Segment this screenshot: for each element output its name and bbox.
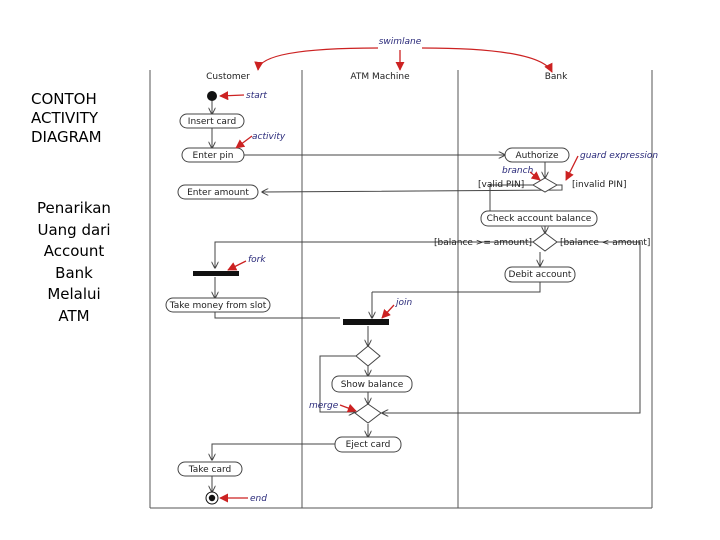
- annotation-start: start: [246, 91, 267, 101]
- swimlane-bank-label: Bank: [545, 72, 568, 82]
- join-bar: [343, 319, 389, 325]
- annotation-join: join: [394, 298, 413, 308]
- annotation-swimlane: swimlane: [379, 37, 422, 47]
- guard-balance-lt: [balance < amount]: [560, 238, 650, 248]
- annotation-join-arrow: [381, 304, 395, 319]
- branch-diamond-pin: [532, 177, 558, 193]
- slide-title: CONTOH ACTIVITY DIAGRAM: [31, 90, 102, 146]
- node-take-money: Take money from slot: [165, 297, 271, 313]
- node-take-money-label: Take money from slot: [169, 301, 267, 311]
- annotation-branch: branch: [502, 166, 534, 176]
- start-node: [207, 91, 217, 101]
- annotation-guard-expression-arrow: [565, 155, 579, 181]
- swimlane-atm-label: ATM Machine: [350, 72, 410, 82]
- annotation-activity: activity: [252, 132, 286, 142]
- node-insert-card-label: Insert card: [188, 117, 236, 127]
- annotation-guard-expression: guard expression: [580, 151, 658, 161]
- node-authorize-label: Authorize: [515, 151, 559, 161]
- node-enter-pin-label: Enter pin: [193, 151, 234, 161]
- node-take-card: Take card: [177, 461, 243, 477]
- node-authorize: Authorize: [504, 147, 570, 163]
- guard-invalid-pin: [invalid PIN]: [572, 180, 626, 190]
- swimlane-frame: [149, 70, 653, 509]
- node-enter-pin: Enter pin: [181, 147, 245, 163]
- branch-diamond-balance: [532, 232, 558, 252]
- node-eject-card-label: Eject card: [346, 440, 391, 450]
- node-take-card-label: Take card: [188, 465, 232, 475]
- node-enter-amount-label: Enter amount: [187, 188, 249, 198]
- annotation-branch-arrow: [529, 171, 541, 181]
- node-debit-account: Debit account: [504, 266, 576, 283]
- guard-valid-pin: [valid PIN]: [478, 180, 524, 190]
- merge-diamond: [354, 403, 382, 424]
- annotation-start-arrow: [219, 91, 245, 101]
- annotation-activity-arrow: [235, 135, 253, 149]
- node-show-balance: Show balance: [331, 375, 413, 393]
- end-node: [208, 494, 216, 502]
- flow-lines: [212, 101, 641, 492]
- node-eject-card: Eject card: [334, 436, 402, 453]
- node-check-balance: Check account balance: [480, 210, 598, 227]
- annotation-fork-arrow: [227, 260, 247, 271]
- node-debit-account-label: Debit account: [509, 270, 572, 280]
- guard-balance-ge: [balance >= amount]: [434, 238, 532, 248]
- annotation-swimlane-arrow-left: [254, 47, 379, 71]
- annotation-end: end: [250, 494, 267, 504]
- slide-subtitle: Penarikan Uang dari Account Bank Melalui…: [37, 199, 111, 325]
- node-enter-amount: Enter amount: [177, 184, 259, 200]
- annotation-swimlane-arrow-right: [421, 47, 553, 73]
- node-check-balance-label: Check account balance: [487, 214, 592, 224]
- annotation-merge-arrow: [339, 403, 357, 413]
- branch-diamond-show: [355, 345, 381, 367]
- node-show-balance-label: Show balance: [341, 380, 404, 390]
- swimlane-customer-label: Customer: [206, 72, 250, 82]
- annotation-merge: merge: [309, 401, 339, 411]
- node-insert-card: Insert card: [179, 113, 245, 129]
- fork-bar: [193, 271, 239, 276]
- annotation-fork: fork: [248, 255, 266, 265]
